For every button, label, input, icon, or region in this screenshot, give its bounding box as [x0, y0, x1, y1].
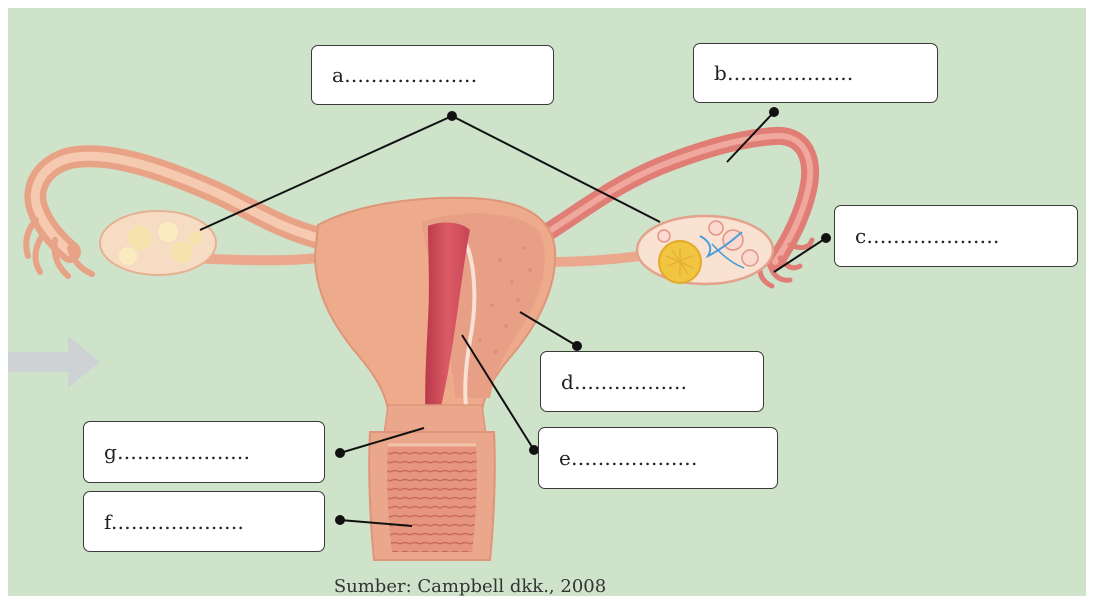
vagina: [369, 432, 495, 560]
label-box-e[interactable]: e...................: [538, 427, 778, 489]
label-box-d[interactable]: d.................: [540, 351, 764, 412]
label-box-f[interactable]: f....................: [83, 491, 325, 552]
label-box-g[interactable]: g....................: [83, 421, 325, 483]
label-box-a[interactable]: a....................: [311, 45, 554, 105]
grey-arrow-shape: [8, 336, 100, 388]
label-box-c[interactable]: c....................: [834, 205, 1078, 267]
source-caption: Sumber: Campbell dkk., 2008: [0, 576, 940, 597]
label-box-b[interactable]: b...................: [693, 43, 938, 103]
right-ovarian-ligament: [548, 256, 640, 262]
cervix: [384, 405, 486, 435]
right-ovary: [637, 216, 773, 284]
left-ovary: [100, 211, 216, 275]
